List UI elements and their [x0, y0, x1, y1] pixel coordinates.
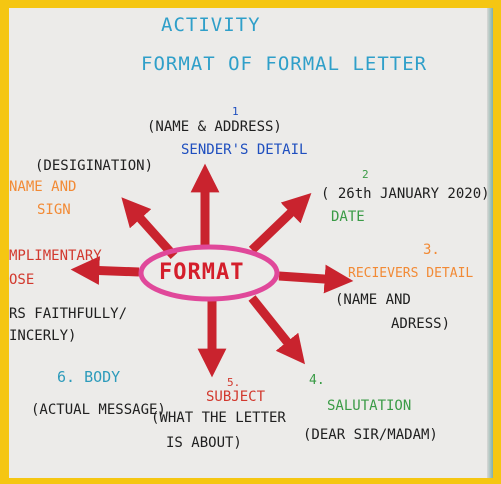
closing-detail-line2: INCERLY)	[9, 328, 77, 344]
arrow-left	[70, 256, 140, 285]
body-heading: 6. BODY	[57, 368, 121, 386]
receiver-detail-line1: (NAME AND	[335, 292, 411, 308]
complimentary-close-line1: MPLIMENTARY	[9, 248, 102, 264]
receiver-number: 3.	[423, 242, 440, 258]
name-and-sign-line1: NAME AND	[9, 179, 77, 195]
date-heading: DATE	[331, 209, 365, 225]
arrow-down-right	[248, 295, 305, 365]
receiver-heading: RECIEVERS DETAIL	[348, 266, 474, 281]
arrow-up-left	[121, 197, 178, 260]
body-detail: (ACTUAL MESSAGE)	[31, 402, 166, 418]
chart-paper: ACTIVITY FORMAT OF FORMAL LETTER FORMAT …	[9, 8, 493, 478]
name-and-sign-line2: SIGN	[37, 202, 71, 218]
designation-label: (DESIGINATION)	[35, 158, 154, 174]
subject-detail-line1: (WHAT THE LETTER	[151, 410, 286, 426]
closing-detail-line1: RS FAITHFULLY/	[9, 306, 128, 322]
activity-title: ACTIVITY	[161, 14, 261, 36]
date-number: 2	[362, 168, 369, 181]
date-detail: ( 26th JANUARY 2020)	[321, 186, 490, 202]
arrow-up-right	[248, 193, 312, 254]
arrow-right	[278, 264, 354, 294]
sender-number: 1	[232, 105, 239, 118]
sender-detail: (NAME & ADDRESS)	[147, 119, 282, 135]
salutation-heading: SALUTATION	[327, 398, 412, 414]
arrow-diagram	[70, 163, 354, 378]
subject-detail-line2: IS ABOUT)	[166, 435, 242, 451]
sender-heading: SENDER'S DETAIL	[181, 142, 308, 158]
receiver-detail-line2: ADRESS)	[391, 316, 451, 332]
format-oval	[138, 244, 280, 302]
salutation-number: 4.	[309, 373, 325, 388]
center-format-label: FORMAT	[159, 260, 245, 285]
complimentary-close-line2: OSE	[9, 272, 35, 288]
subject-heading: SUBJECT	[206, 389, 266, 405]
subject-number: 5.	[227, 376, 241, 389]
salutation-detail: (DEAR SIR/MADAM)	[303, 427, 438, 443]
main-title: FORMAT OF FORMAL LETTER	[141, 53, 428, 75]
